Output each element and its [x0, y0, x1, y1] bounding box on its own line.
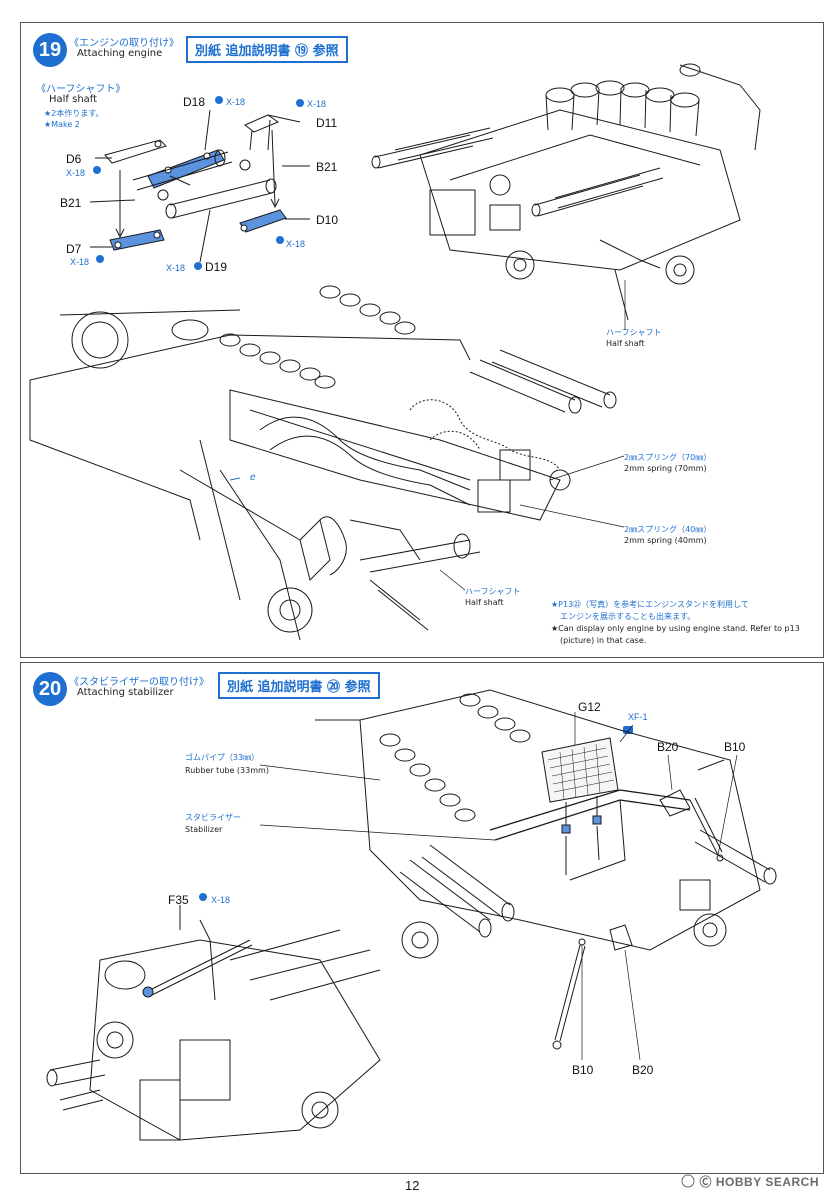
- xtag-d6: X-18: [66, 168, 86, 178]
- part-label-b20-top: B20: [657, 740, 679, 754]
- make2-jp: ★2本作ります。: [44, 109, 104, 118]
- step20-title-en: Attaching stabilizer: [77, 687, 174, 698]
- xtag-d10: X-18: [286, 239, 306, 249]
- part-label-d10: D10: [316, 213, 339, 227]
- stabilizer-jp: スタビライザー: [185, 813, 241, 822]
- intake-stacks: [545, 80, 700, 137]
- callout-halfshaft-top-jp: ハーフシャフト: [606, 328, 662, 337]
- part-label-f35: F35: [168, 893, 189, 907]
- part-label-g12: G12: [578, 700, 601, 714]
- part-label-b21-left: B21: [60, 196, 82, 210]
- callout-halfshaft-bottom-jp: ハーフシャフト: [465, 587, 521, 596]
- make2-en: ★Make 2: [44, 120, 80, 129]
- xtag-f35: X-18: [211, 895, 231, 905]
- part-label-d11: D11: [316, 116, 338, 130]
- xtag-d7: X-18: [70, 257, 90, 267]
- halfshaft-exploded-diagram: [89, 109, 310, 263]
- stabilizer-assembly-illustration: [259, 689, 777, 1061]
- step20-panel: [20, 662, 824, 1174]
- rubber-tube-en: Rubber tube (33mm): [185, 766, 269, 775]
- xtag-d18: X-18: [226, 97, 246, 107]
- part-label-b21-right: B21: [316, 160, 338, 174]
- step19-ref-box: 別紙 追加説明書 ⑲ 参照: [186, 36, 348, 63]
- step20-intake-trumpets: [379, 693, 531, 822]
- rubber-tube-jp: ゴムパイプ（33㎜）: [185, 753, 260, 762]
- step19-title-jp: 《エンジンの取り付け》: [69, 38, 179, 49]
- callout-halfshaft-top-en: Half shaft: [606, 339, 645, 348]
- part-label-d18: D18: [183, 95, 206, 109]
- step19-panel: [20, 22, 824, 658]
- watermark: Ⓒ HOBBY SEARCH: [699, 1175, 819, 1189]
- stabilizer-en: Stabilizer: [185, 825, 223, 834]
- front-engine-illustration: [46, 905, 381, 1141]
- callout-spring70-en: 2mm spring (70mm): [624, 464, 707, 473]
- car-with-engine-illustration: [29, 285, 617, 641]
- engine-rear-view-illustration: [371, 63, 761, 321]
- xtag-d19: X-18: [166, 263, 186, 273]
- part-label-b20-bottom: B20: [632, 1063, 654, 1077]
- step19-number: 19: [33, 33, 67, 67]
- part-label-b10-top: B10: [724, 740, 746, 754]
- engine-stand-note-jp-2: エンジンを展示することも出来ます。: [560, 612, 696, 621]
- main-intake-trumpets: [219, 285, 416, 389]
- x18-marker-dots: [93, 96, 633, 901]
- part-label-b10-bottom: B10: [572, 1063, 594, 1077]
- part-label-d6: D6: [66, 152, 82, 166]
- g12-radiator-part: [541, 737, 619, 875]
- halfshaft-title-en: Half shaft: [49, 94, 98, 105]
- part-label-d19: D19: [205, 260, 228, 274]
- step19-title-en: Attaching engine: [77, 48, 163, 59]
- engine-stand-note-jp-1: ★P13㉒（写真）を参考にエンジンスタンドを利用して: [551, 600, 749, 609]
- callout-e-mark: e: [250, 472, 256, 483]
- step20-ref-box: 別紙 追加説明書 ⑳ 参照: [218, 672, 380, 699]
- engine-stand-note-en-1: ★Can display only engine by using engine…: [551, 624, 800, 633]
- step20-title-jp: 《スタビライザーの取り付け》: [69, 677, 209, 688]
- xtag-d11: X-18: [307, 99, 327, 109]
- halfshaft-title-jp: 《ハーフシャフト》: [36, 84, 126, 95]
- callout-spring40-en: 2mm spring (40mm): [624, 536, 707, 545]
- watermark-logo-icon: [681, 1174, 695, 1188]
- engine-stand-note-en-2: (picture) in that case.: [560, 636, 647, 645]
- step20-number: 20: [33, 672, 67, 706]
- callout-spring70-jp: 2㎜スプリング（70㎜）: [624, 453, 712, 462]
- xtag-xf1: XF-1: [628, 712, 648, 722]
- page-number: 12: [405, 1178, 420, 1193]
- part-label-d7: D7: [66, 242, 82, 256]
- callout-spring40-jp: 2㎜スプリング（40㎜）: [624, 525, 712, 534]
- callout-halfshaft-bottom-en: Half shaft: [465, 598, 504, 607]
